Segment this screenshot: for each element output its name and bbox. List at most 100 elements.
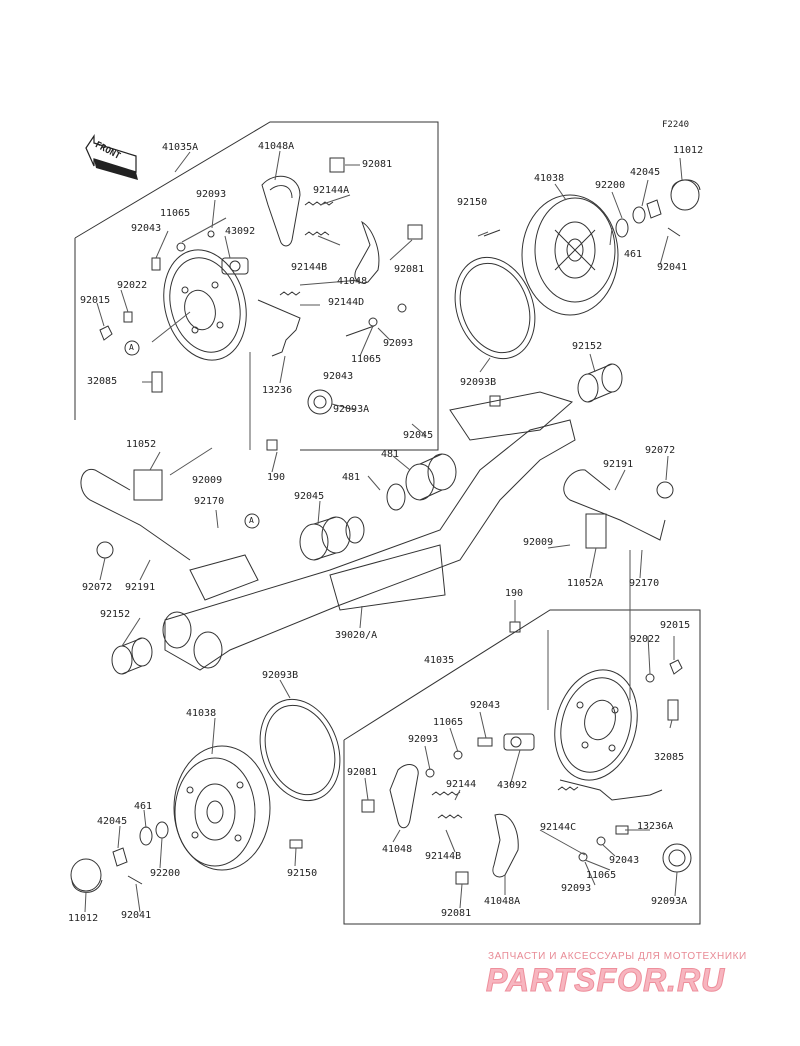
springs-bottom [431, 786, 579, 819]
part-label: 42045 [97, 816, 128, 827]
part-label: 92043 [609, 855, 640, 866]
seal-ring-top [454, 256, 536, 360]
part-label: 92081 [362, 159, 393, 170]
part-label: 11065 [160, 208, 191, 219]
part-label: 41038 [186, 708, 217, 719]
part-label: 32085 [87, 376, 118, 387]
part-label: 11065 [433, 717, 464, 728]
part-label: 92093A [333, 404, 370, 415]
part-label: 11052 [126, 439, 157, 450]
bushing-92152-left [111, 637, 153, 675]
bolt-190-top [266, 439, 278, 451]
part-label: 13236 [262, 385, 293, 396]
part-label: 11065 [586, 870, 617, 881]
group-frame-41035 [343, 609, 701, 925]
part-label: 92041 [121, 910, 152, 921]
part-label: 92081 [441, 908, 472, 919]
part-label: 41038 [534, 173, 565, 184]
part-label: 92093A [651, 896, 688, 907]
part-label: 32085 [654, 752, 685, 763]
part-label: 43092 [497, 780, 528, 791]
marker-a-label: A [129, 343, 134, 352]
wheel-cylinder-bottom [503, 733, 535, 751]
part-label: 92170 [629, 578, 660, 589]
part-label: 92093 [383, 338, 414, 349]
part-label: 11065 [351, 354, 382, 365]
part-label: 39020/A [335, 630, 378, 641]
part-label: 92009 [192, 475, 223, 486]
part-label: 92043 [323, 371, 354, 382]
part-label: 92015 [80, 295, 111, 306]
part-label: 13236A [637, 821, 674, 832]
part-label: 11052A [567, 578, 604, 589]
lever-13236A [559, 779, 663, 801]
marker-a-label: A [249, 516, 254, 525]
part-label: 92045 [294, 491, 325, 502]
part-label: 42045 [630, 167, 661, 178]
brake-shoe-41048A-top [261, 175, 301, 247]
part-label: 92093B [460, 377, 497, 388]
part-label: 92170 [194, 496, 225, 507]
bearing-92045-mid [299, 516, 365, 561]
part-label: 92150 [287, 868, 318, 879]
part-label: 92022 [630, 634, 661, 645]
part-label: 92093 [408, 734, 439, 745]
part-label: 92009 [523, 537, 554, 548]
part-label: 41035A [162, 142, 199, 153]
front-arrow-icon [85, 134, 138, 180]
part-label: 92200 [150, 868, 181, 879]
part-label: 92081 [347, 767, 378, 778]
part-label: 43092 [225, 226, 256, 237]
part-label: 92043 [131, 223, 162, 234]
brake-cable-left [80, 468, 191, 561]
backing-plate-bottom [554, 669, 638, 781]
part-label: 481 [381, 449, 400, 460]
part-label: 92152 [572, 341, 603, 352]
part-label: 190 [267, 472, 286, 483]
part-label: 92152 [100, 609, 131, 620]
part-label: 92144C [540, 822, 577, 833]
axle-housing [162, 391, 576, 671]
part-label: 41035 [424, 655, 455, 666]
part-label: 11012 [68, 913, 99, 924]
part-label: 41048 [337, 276, 368, 287]
part-label: 92144B [291, 262, 328, 273]
clip-92072-left [96, 541, 114, 559]
part-label: 92191 [603, 459, 634, 470]
bushing-92152-top [577, 363, 623, 403]
part-label: 92200 [595, 180, 626, 191]
part-label: 92022 [117, 280, 148, 291]
clip-92072-right [656, 481, 674, 499]
part-label: 92081 [394, 264, 425, 275]
bearing-481-mid [386, 453, 457, 511]
part-label: 11012 [673, 145, 704, 156]
part-label: 92043 [470, 700, 501, 711]
seal-ring-bottom [259, 698, 341, 802]
part-label: 190 [505, 588, 524, 599]
part-label: 41048A [484, 896, 521, 907]
part-label: 92191 [125, 582, 156, 593]
brake-drum-bottom [173, 745, 271, 871]
springs-top [279, 201, 334, 296]
brake-cable-right [563, 469, 666, 549]
part-label: 92144D [328, 297, 365, 308]
group-frame-41035A [74, 121, 439, 451]
backing-plate-top [163, 249, 247, 361]
part-label: 92150 [457, 197, 488, 208]
hub-cap-top [483, 179, 701, 238]
part-label: 92144A [313, 185, 350, 196]
watermark-tagline: ЗАПЧАСТИ И АКСЕССУАРЫ ДЛЯ МОТОТЕХНИКИ [488, 951, 747, 962]
hub-cap-bottom [70, 821, 303, 893]
part-label: 92093B [262, 670, 299, 681]
part-label: 92072 [645, 445, 676, 456]
small-parts-top [99, 157, 423, 415]
part-label: 92144 [446, 779, 477, 790]
part-label: 92072 [82, 582, 113, 593]
lever-13236 [257, 299, 301, 357]
brake-shoe-41048-top [354, 220, 380, 284]
part-label: 41048A [258, 141, 295, 152]
part-label: 92015 [660, 620, 691, 631]
brake-drum-top [521, 194, 619, 316]
